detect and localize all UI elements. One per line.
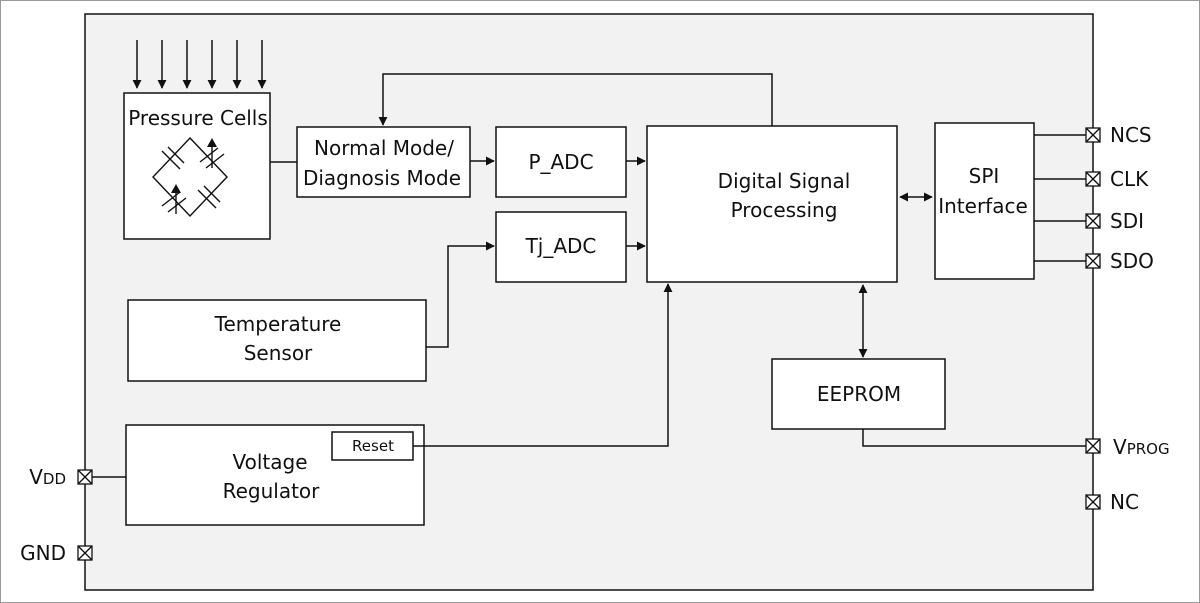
mode-select-block: Normal Mode/ Diagnosis Mode	[296, 126, 471, 198]
dsp-label-line2: Processing	[731, 198, 838, 222]
temperature-label-line2: Sensor	[244, 341, 313, 365]
temperature-label-line1: Temperature	[214, 312, 342, 336]
p-adc-label: P_ADC	[528, 150, 593, 174]
pin-sdi-icon	[1085, 213, 1101, 229]
pin-vdd-main: V	[29, 465, 43, 489]
pin-vdd: VDD	[29, 465, 93, 489]
pin-vdd-sub: DD	[43, 470, 66, 488]
pin-vprog-sub: PROG	[1127, 440, 1170, 458]
spi-label-line1: SPI	[969, 164, 1000, 188]
pressure-cells-block: Pressure Cells	[123, 92, 271, 240]
pin-vdd-label: VDD	[29, 465, 66, 489]
spi-label-line2: Interface	[938, 194, 1028, 218]
dsp-block: Digital Signal Processing	[646, 125, 898, 283]
pin-vprog-main: V	[1113, 435, 1127, 459]
pin-nc-label: NC	[1110, 490, 1139, 514]
tj-adc-label: Tj_ADC	[525, 234, 597, 258]
signal-connections	[92, 73, 1086, 478]
spi-interface-block: SPI Interface	[934, 122, 1035, 280]
pin-ncs: NCS	[1085, 123, 1152, 147]
reset-block	[331, 431, 414, 461]
pin-nc-icon	[1085, 494, 1101, 510]
reset-label: Reset	[352, 437, 394, 455]
pin-nc: NC	[1085, 490, 1139, 514]
pin-vprog: VPROG	[1085, 435, 1170, 459]
pin-sdo-icon	[1085, 253, 1101, 269]
pin-gnd: GND	[20, 541, 93, 565]
pin-ncs-label: NCS	[1110, 123, 1152, 147]
pin-sdi-label: SDI	[1110, 209, 1144, 233]
tj-adc-block: Tj_ADC	[495, 211, 627, 283]
mode-label-line2: Diagnosis Mode	[303, 166, 461, 190]
pin-sdi: SDI	[1085, 209, 1144, 233]
voltage-regulator-block: Voltage Regulator Reset	[125, 424, 425, 526]
p-adc-block: P_ADC	[495, 126, 627, 198]
eeprom-block: EEPROM	[771, 358, 946, 430]
wheatstone-bridge-icon	[152, 136, 228, 218]
pressure-cells-label: Pressure Cells	[128, 106, 268, 130]
eeprom-label: EEPROM	[817, 382, 901, 406]
pin-ncs-icon	[1085, 127, 1101, 143]
pin-gnd-label: GND	[20, 541, 66, 565]
pin-sdo-label: SDO	[1110, 249, 1154, 273]
regulator-label-line2: Regulator	[223, 479, 321, 503]
dsp-label-line1: Digital Signal	[718, 169, 851, 193]
temperature-sensor-block: Temperature Sensor	[127, 299, 427, 382]
pin-clk-label: CLK	[1110, 167, 1149, 191]
pin-clk: CLK	[1085, 167, 1149, 191]
pressure-input-arrows	[132, 40, 267, 89]
pin-gnd-icon	[77, 545, 93, 561]
pin-clk-icon	[1085, 171, 1101, 187]
pin-sdo: SDO	[1085, 249, 1154, 273]
pin-vprog-icon	[1085, 438, 1101, 454]
pin-vdd-icon	[77, 469, 93, 485]
regulator-label-line1: Voltage	[232, 450, 307, 474]
pin-vprog-label: VPROG	[1113, 435, 1170, 459]
mode-label-line1: Normal Mode/	[314, 136, 454, 160]
